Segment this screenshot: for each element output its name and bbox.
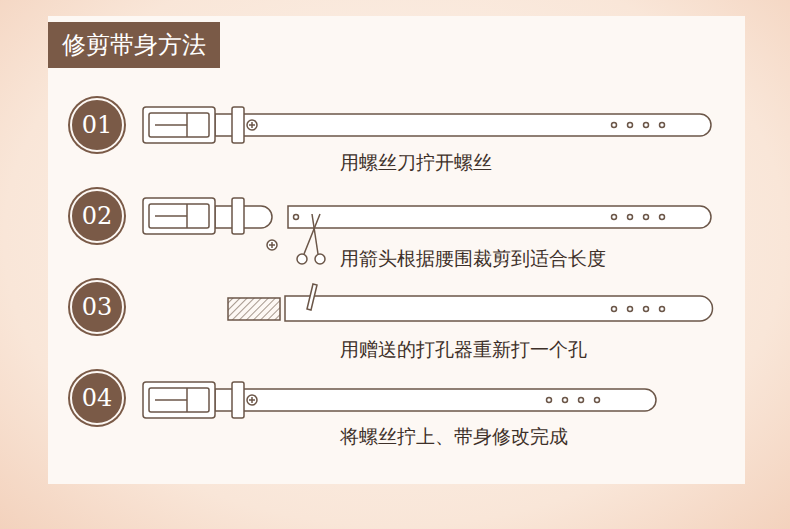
step-number: 02 [82, 202, 113, 230]
title-band: 修剪带身方法 [48, 22, 220, 68]
step-caption: 用赠送的打孔器重新打一个孔 [338, 337, 589, 363]
belt-step3 [228, 284, 713, 321]
step-number: 01 [82, 111, 113, 139]
step-number: 04 [82, 384, 113, 412]
step-caption: 将螺丝拧上、带身修改完成 [338, 424, 570, 450]
step-number: 03 [82, 293, 113, 321]
title-text: 修剪带身方法 [62, 31, 206, 59]
step-caption: 用箭头根据腰围裁剪到适合长度 [338, 246, 608, 272]
step-caption: 用螺丝刀拧开螺丝 [338, 150, 494, 176]
belt-step4 [143, 382, 656, 418]
step-circle: 01 [70, 98, 124, 152]
step-circle: 02 [70, 189, 124, 243]
step-circle: 04 [70, 371, 124, 425]
belt-step1 [143, 107, 711, 143]
step-circle: 03 [70, 280, 124, 334]
